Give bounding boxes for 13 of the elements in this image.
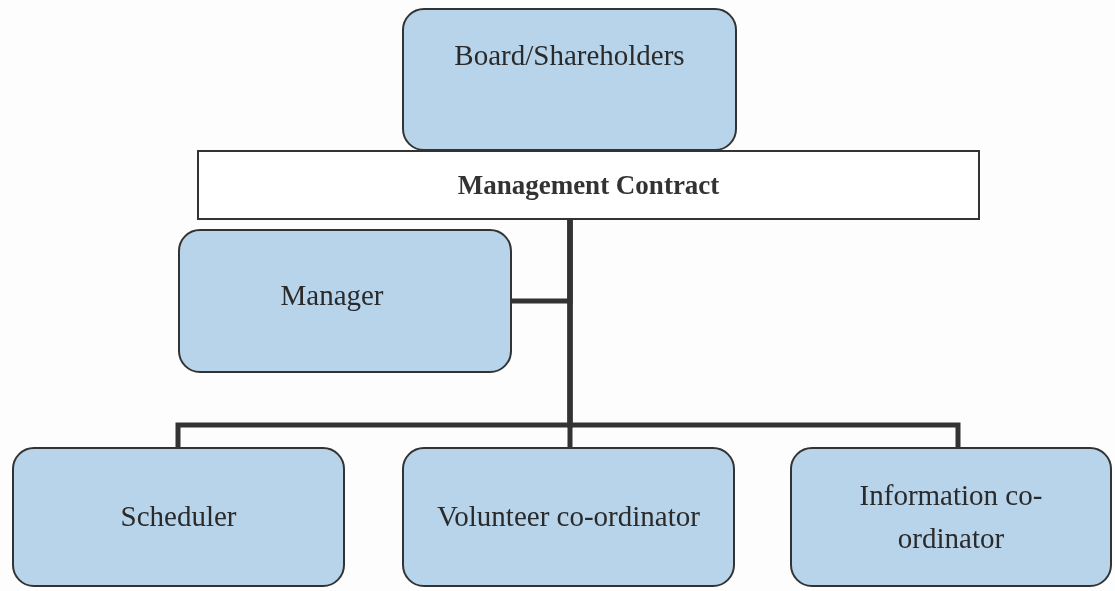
role-label: Volunteer co-ordinator xyxy=(437,499,700,535)
role-label: Board/Shareholders xyxy=(454,37,685,73)
role-box xyxy=(178,229,512,373)
role-box xyxy=(12,447,345,587)
role-box xyxy=(402,8,737,151)
role-label: Information co-ordinator xyxy=(858,477,1044,556)
role-label: Management Contract xyxy=(457,169,720,201)
role-label: Manager xyxy=(280,278,384,314)
role-box xyxy=(790,447,1112,587)
connector-line xyxy=(567,220,961,447)
contract-banner xyxy=(197,150,980,220)
role-box xyxy=(402,447,735,587)
role-label: Scheduler xyxy=(120,499,237,535)
